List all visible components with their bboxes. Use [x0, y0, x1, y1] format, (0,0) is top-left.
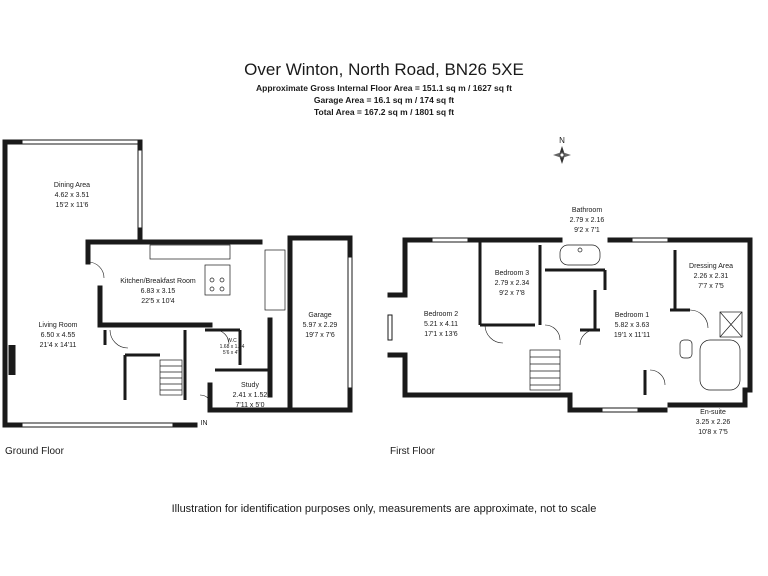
- disclaimer-text: Illustration for identification purposes…: [171, 503, 597, 515]
- svg-text:21'4 x 14'11: 21'4 x 14'11: [40, 342, 77, 349]
- room-en-suite: En-suite 3.25 x 2.26 10'8 x 7'5: [696, 409, 731, 436]
- svg-text:Dressing Area: Dressing Area: [689, 263, 733, 270]
- svg-text:2.41 x 1.52: 2.41 x 1.52: [233, 392, 268, 399]
- svg-text:7'11 x 5'0: 7'11 x 5'0: [235, 402, 264, 409]
- svg-text:7'7 x 7'5: 7'7 x 7'5: [698, 283, 724, 290]
- garage-area-text: Garage Area = 16.1 sq m / 174 sq ft: [313, 95, 455, 105]
- plan-title: Over Winton, North Road, BN26 5XE: [244, 60, 524, 79]
- first-floor-plan: [387, 237, 753, 413]
- room-garage: Garage 5.97 x 2.29 19'7 x 7'6: [303, 312, 338, 339]
- svg-text:10'8 x 7'5: 10'8 x 7'5: [698, 429, 728, 436]
- svg-text:Bathroom: Bathroom: [572, 207, 603, 214]
- room-study: Study 2.41 x 1.52 7'11 x 5'0: [233, 382, 268, 409]
- room-wc: W.C 1.68 x 1.24 5'6 x 4'1: [220, 338, 245, 356]
- svg-text:22'5 x 10'4: 22'5 x 10'4: [141, 298, 175, 305]
- svg-text:5.21 x 4.11: 5.21 x 4.11: [424, 321, 458, 328]
- ground-floor-label: Ground Floor: [5, 446, 64, 457]
- svg-text:Bedroom 3: Bedroom 3: [495, 270, 529, 277]
- entrance-label: IN: [201, 420, 208, 427]
- svg-text:Bedroom 1: Bedroom 1: [615, 312, 649, 319]
- room-bedroom-2: Bedroom 2 5.21 x 4.11 17'1 x 13'6: [424, 311, 458, 338]
- svg-text:1.68 x 1.24: 1.68 x 1.24: [220, 344, 245, 350]
- svg-text:2.26 x 2.31: 2.26 x 2.31: [694, 273, 729, 280]
- svg-text:5'6 x 4'1: 5'6 x 4'1: [223, 350, 242, 356]
- svg-text:Kitchen/Breakfast Room: Kitchen/Breakfast Room: [120, 278, 196, 285]
- svg-text:5.97 x 2.29: 5.97 x 2.29: [303, 322, 338, 329]
- room-living-room: Living Room 6.50 x 4.55 21'4 x 14'11: [39, 322, 78, 349]
- room-bedroom-1: Bedroom 1 5.82 x 3.63 19'1 x 11'11: [614, 312, 650, 339]
- svg-text:6.50 x 4.55: 6.50 x 4.55: [41, 332, 76, 339]
- room-bathroom: Bathroom 2.79 x 2.16 9'2 x 7'1: [570, 207, 605, 234]
- svg-text:Garage: Garage: [308, 312, 331, 319]
- svg-text:Living Room: Living Room: [39, 322, 78, 329]
- room-bedroom-3: Bedroom 3 2.79 x 2.34 9'2 x 7'8: [495, 270, 530, 297]
- ground-floor-plan: [2, 139, 353, 428]
- svg-text:17'1 x 13'6: 17'1 x 13'6: [424, 331, 458, 338]
- room-kitchen-breakfast: Kitchen/Breakfast Room 6.83 x 3.15 22'5 …: [120, 278, 196, 305]
- gross-area-text: Approximate Gross Internal Floor Area = …: [256, 83, 512, 93]
- svg-text:En-suite: En-suite: [700, 409, 726, 416]
- compass-icon: N: [553, 136, 571, 164]
- svg-text:6.83 x 3.15: 6.83 x 3.15: [141, 288, 176, 295]
- svg-text:19'7 x 7'6: 19'7 x 7'6: [305, 332, 335, 339]
- svg-text:15'2 x 11'6: 15'2 x 11'6: [56, 202, 89, 209]
- room-dining-area: Dining Area 4.62 x 3.51 15'2 x 11'6: [54, 182, 90, 209]
- svg-text:3.25 x 2.26: 3.25 x 2.26: [696, 419, 731, 426]
- svg-text:W.C: W.C: [227, 338, 237, 344]
- svg-text:2.79 x 2.16: 2.79 x 2.16: [570, 217, 605, 224]
- svg-text:2.79 x 2.34: 2.79 x 2.34: [495, 280, 530, 287]
- first-floor-label: First Floor: [390, 446, 435, 457]
- svg-text:Dining Area: Dining Area: [54, 182, 90, 189]
- svg-text:9'2 x 7'1: 9'2 x 7'1: [574, 227, 600, 234]
- svg-text:Bedroom 2: Bedroom 2: [424, 311, 458, 318]
- room-dressing-area: Dressing Area 2.26 x 2.31 7'7 x 7'5: [689, 263, 733, 290]
- svg-text:4.62 x 3.51: 4.62 x 3.51: [55, 192, 90, 199]
- total-area-text: Total Area = 167.2 sq m / 1801 sq ft: [313, 107, 455, 117]
- svg-text:9'2 x 7'8: 9'2 x 7'8: [499, 290, 525, 297]
- compass-north-label: N: [559, 136, 565, 145]
- svg-text:5.82 x 3.63: 5.82 x 3.63: [615, 322, 650, 329]
- svg-text:Study: Study: [241, 382, 259, 389]
- svg-text:19'1 x 11'11: 19'1 x 11'11: [614, 332, 650, 339]
